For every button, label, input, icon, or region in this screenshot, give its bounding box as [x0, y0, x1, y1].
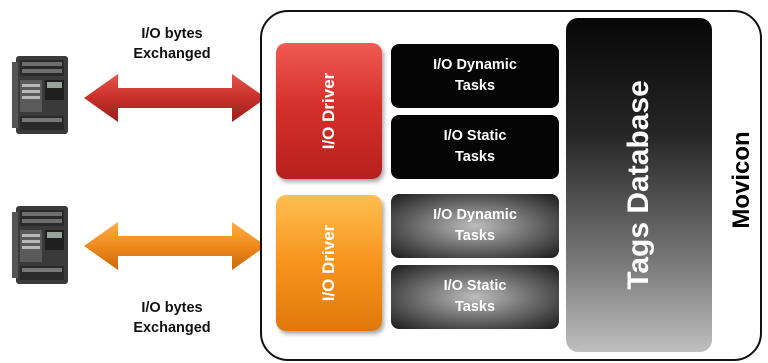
io-driver-label: I/O Driver: [319, 224, 338, 302]
io-driver-block-orange: I/O Driver: [276, 195, 382, 331]
task-label-line1: I/O Dynamic: [433, 57, 517, 73]
double-arrow-icon: [84, 74, 266, 122]
double-arrow-icon: [84, 222, 266, 270]
tags-database-label: Tags Database: [622, 80, 655, 290]
io-driver-label: I/O Driver: [319, 72, 338, 150]
io-static-tasks-block: I/O Static Tasks: [391, 265, 559, 329]
task-label-line2: Tasks: [454, 78, 496, 94]
io-dynamic-tasks-block: I/O Dynamic Tasks: [391, 194, 559, 258]
caption-line: Exchanged: [133, 46, 211, 62]
task-label-line1: I/O Static: [443, 278, 507, 294]
plc-device-icon: [12, 56, 68, 134]
io-dynamic-tasks-block: I/O Dynamic Tasks: [391, 44, 559, 108]
task-label-line2: Tasks: [454, 228, 496, 244]
io-exchange-caption-bottom: I/O bytes Exchanged: [92, 298, 252, 338]
caption-line: I/O bytes: [141, 300, 203, 316]
task-label-line2: Tasks: [454, 149, 496, 165]
io-driver-block-red: I/O Driver: [276, 43, 382, 179]
task-label-line1: I/O Dynamic: [433, 207, 517, 223]
io-static-tasks-block: I/O Static Tasks: [391, 115, 559, 179]
caption-line: I/O bytes: [141, 26, 203, 42]
tags-database-block: Tags Database: [566, 18, 712, 352]
movicon-label: Movicon: [728, 131, 755, 229]
plc-device-icon: [12, 206, 68, 284]
io-exchange-caption-top: I/O bytes Exchanged: [92, 24, 252, 64]
task-label-line2: Tasks: [454, 299, 496, 315]
caption-line: Exchanged: [133, 320, 211, 336]
task-label-line1: I/O Static: [443, 128, 507, 144]
